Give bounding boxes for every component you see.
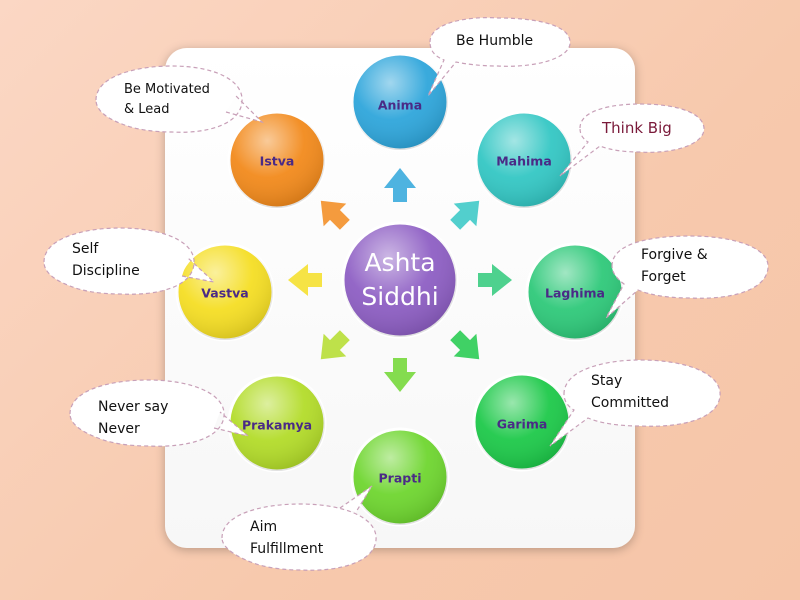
- arrow-group: [288, 168, 512, 392]
- node-label: Istva: [260, 154, 295, 169]
- node-anima: Anima: [350, 52, 450, 152]
- node-shine: [229, 112, 325, 208]
- callout-line: Self: [72, 241, 99, 257]
- callout-shape-be-motivated: [95, 65, 265, 133]
- callout-shape-think-big: [559, 103, 705, 177]
- callout-shape-forgive-forget: [605, 235, 769, 319]
- direction-arrow: [384, 168, 416, 202]
- callout-shape-aim-fulfillment: [221, 485, 377, 571]
- callout-line: Forget: [641, 269, 686, 285]
- direction-arrow-shape: [320, 200, 350, 230]
- callout-be-motivated-lead: Be Motivated & Lead: [124, 80, 210, 120]
- node-laghima: Laghima: [525, 242, 625, 342]
- direction-arrow-shape: [450, 200, 480, 230]
- callout-think-big: Think Big: [602, 117, 672, 139]
- center-shine: [343, 223, 457, 337]
- node-garima: Garima: [472, 372, 572, 472]
- node-shine: [352, 54, 448, 150]
- direction-arrow: [478, 264, 512, 296]
- node-prakamya: Prakamya: [227, 373, 327, 473]
- direction-arrow: [288, 264, 322, 296]
- node-shine: [474, 374, 570, 470]
- node-label: Anima: [378, 98, 422, 113]
- callout-line: Aim: [250, 519, 278, 535]
- node-shine: [527, 244, 623, 340]
- direction-arrow: [450, 200, 480, 230]
- direction-arrow-shape: [288, 264, 322, 296]
- node-label: Laghima: [545, 286, 605, 301]
- callout-line: Discipline: [72, 263, 140, 279]
- callout-stay-committed: Stay Committed: [591, 370, 669, 414]
- callout-line: Forgive &: [641, 247, 708, 263]
- node-vastva: Vastva: [175, 242, 275, 342]
- callout-line: Fulfillment: [250, 541, 324, 557]
- center-label-line2: Siddhi: [361, 282, 438, 311]
- node-label: Mahima: [496, 154, 552, 169]
- direction-arrow: [450, 330, 480, 360]
- callout-self-discipline: Self Discipline: [72, 238, 140, 282]
- node-label: Garima: [497, 417, 548, 432]
- direction-arrow-shape: [320, 330, 350, 360]
- direction-arrow: [384, 358, 416, 392]
- node-mahima: Mahima: [474, 110, 574, 210]
- callout-line: Be Motivated: [124, 82, 210, 97]
- node-label: Prapti: [379, 471, 422, 486]
- callout-shape-be-humble: [427, 17, 571, 97]
- callout-bubbles: [43, 17, 769, 571]
- direction-arrow-shape: [450, 330, 480, 360]
- callout-aim-fulfillment: Aim Fulfillment: [250, 516, 323, 560]
- direction-arrow-shape: [478, 264, 512, 296]
- node-shine: [229, 375, 325, 471]
- node-group: Anima Mahima Laghima Garima Prapti Praka…: [175, 52, 625, 527]
- direction-arrow-shape: [384, 168, 416, 202]
- callout-shape-never-say-never: [69, 379, 249, 447]
- node-shine: [177, 244, 273, 340]
- callout-line: Think Big: [602, 119, 672, 137]
- node-prapti: Prapti: [350, 427, 450, 527]
- callout-line: Stay: [591, 373, 623, 389]
- node-label: Prakamya: [242, 418, 312, 433]
- node-label: Vastva: [201, 286, 248, 301]
- callout-shape-stay-committed: [549, 359, 721, 447]
- callout-line: Never say: [98, 399, 169, 415]
- direction-arrow: [320, 200, 350, 230]
- callout-line: Committed: [591, 395, 669, 411]
- callout-line: Be Humble: [456, 33, 534, 49]
- callout-line: Never: [98, 421, 140, 437]
- callout-shape-self-discipline: [43, 227, 216, 295]
- direction-arrow: [320, 330, 350, 360]
- direction-arrow-shape: [384, 358, 416, 392]
- callout-line: & Lead: [124, 102, 170, 117]
- node-shine: [352, 429, 448, 525]
- callout-never-say-never: Never say Never: [98, 396, 168, 440]
- callout-forgive-forget: Forgive & Forget: [641, 244, 708, 288]
- callout-be-humble: Be Humble: [456, 30, 533, 52]
- node-shine: [476, 112, 572, 208]
- center-label-line1: Ashta: [364, 248, 435, 277]
- node-istva: Istva: [227, 110, 327, 210]
- center-node: Ashta Siddhi: [341, 221, 459, 339]
